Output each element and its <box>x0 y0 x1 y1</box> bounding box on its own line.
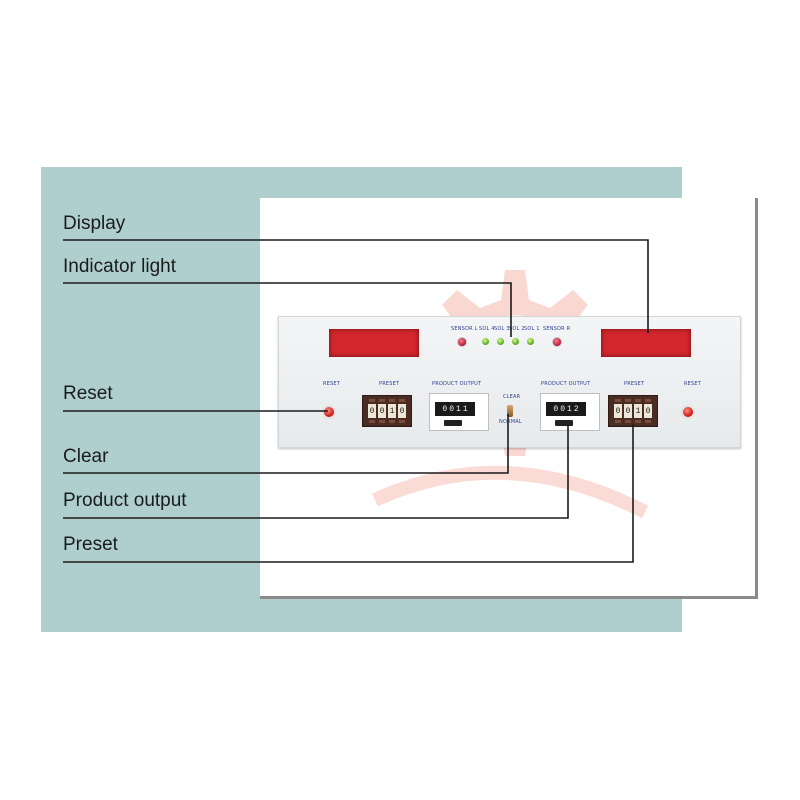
right-led-display <box>601 329 691 357</box>
right-preset-digit: 0 <box>644 399 652 423</box>
left-preset-thumbwheel[interactable]: 0 0 1 0 <box>362 395 412 427</box>
left-counter-digit: 0 <box>449 404 454 414</box>
clear-label: CLEAR <box>503 394 521 400</box>
left-product-output-counter: 0 0 1 1 <box>429 393 489 431</box>
left-preset-digit: 1 <box>388 399 396 423</box>
callout-reset: Reset <box>63 383 113 404</box>
control-panel: SENSOR L SOL 4 SOL 3 SOL 2 SOL 1 SENSOR … <box>278 316 741 448</box>
right-counter-digit: 0 <box>553 404 559 414</box>
right-product-output-counter: 0 0 1 2 <box>540 393 600 431</box>
right-counter-digit: 0 <box>560 404 565 414</box>
clear-toggle-switch[interactable] <box>507 405 513 417</box>
left-preset-digit: 0 <box>378 399 386 423</box>
callout-product-output: Product output <box>63 490 187 511</box>
left-led-display <box>329 329 419 357</box>
callout-indicator-light: Indicator light <box>63 256 177 277</box>
right-preset-label: PRESET <box>624 381 645 387</box>
left-counter-digit: 1 <box>462 404 468 414</box>
left-reset-label: RESET <box>323 381 341 387</box>
left-preset-digit: 0 <box>368 399 376 423</box>
right-counter-reset-lever[interactable] <box>555 420 573 426</box>
left-reset-button[interactable] <box>322 405 336 419</box>
left-counter-window: 0 0 1 1 <box>435 402 475 416</box>
left-counter-digit: 0 <box>442 404 448 414</box>
callout-preset: Preset <box>63 534 118 555</box>
right-preset-thumbwheel[interactable]: 0 0 1 0 <box>608 395 658 427</box>
right-preset-digit: 1 <box>634 399 642 423</box>
normal-label: NORMAL <box>499 419 522 425</box>
sensor-right-label: SENSOR R <box>543 326 571 332</box>
left-preset-label: PRESET <box>379 381 400 387</box>
sol-4-led <box>482 338 489 345</box>
right-reset-button[interactable] <box>681 405 695 419</box>
sol-1-led <box>527 338 534 345</box>
right-preset-digit: 0 <box>624 399 632 423</box>
left-product-output-label: PRODUCT OUTPUT <box>432 381 482 387</box>
sol-3-led <box>497 338 504 345</box>
sol-2-led <box>512 338 519 345</box>
left-preset-digit: 0 <box>398 399 406 423</box>
right-product-output-label: PRODUCT OUTPUT <box>541 381 591 387</box>
callout-clear: Clear <box>63 446 109 467</box>
right-counter-digit: 1 <box>567 404 572 414</box>
sol-label-3: SOL 3 <box>494 326 510 332</box>
sensor-right-led <box>552 337 562 347</box>
right-counter-digit: 2 <box>573 404 579 414</box>
sol-label-4: SOL 4 <box>479 326 495 332</box>
sol-label-2: SOL 2 <box>509 326 525 332</box>
right-counter-window: 0 0 1 2 <box>546 402 586 416</box>
sensor-left-label: SENSOR L <box>451 326 478 332</box>
right-reset-label: RESET <box>684 381 702 387</box>
left-counter-digit: 1 <box>456 404 461 414</box>
sensor-left-led <box>457 337 467 347</box>
left-counter-reset-lever[interactable] <box>444 420 462 426</box>
sol-label-1: SOL 1 <box>524 326 540 332</box>
callout-display: Display <box>63 213 126 234</box>
right-preset-digit: 0 <box>614 399 622 423</box>
